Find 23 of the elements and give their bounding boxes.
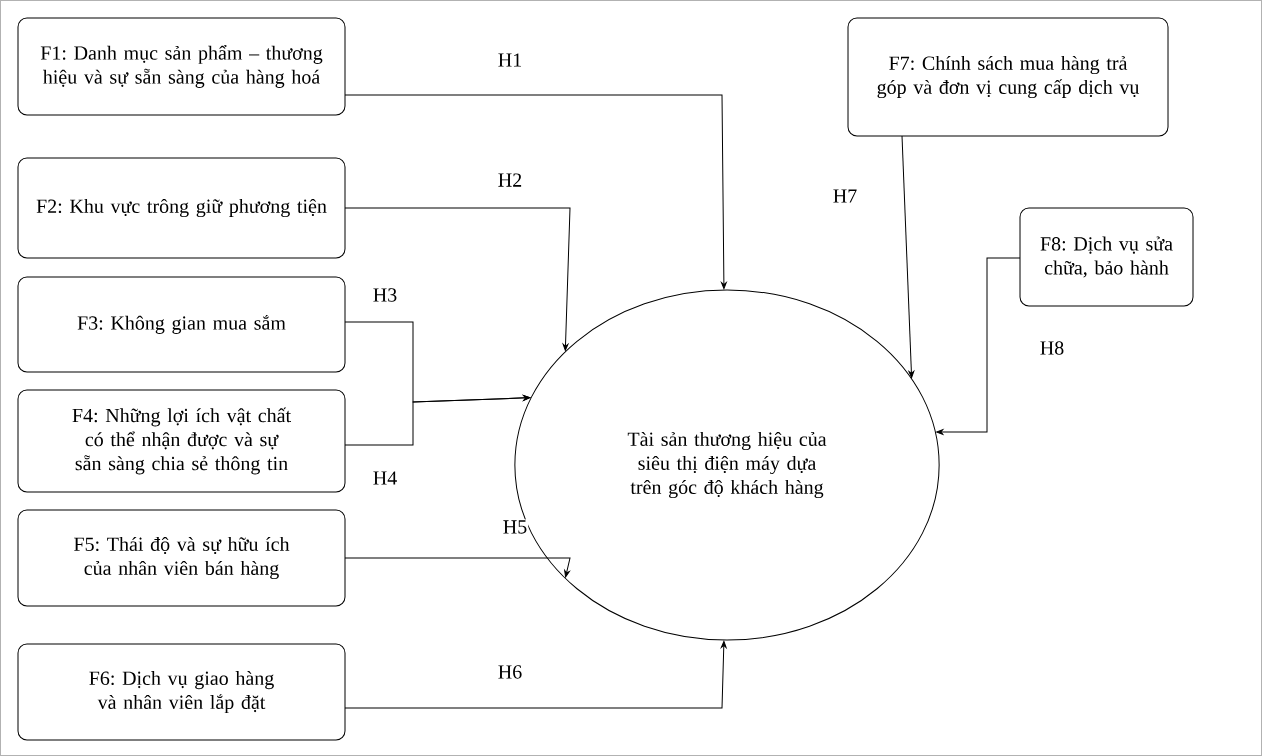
factor-box: F8: Dịch vụ sửa chữa, bảo hành [1019,207,1194,307]
arrow [344,94,727,290]
factor-box: F4: Những lợi ích vật chất có thể nhận được và sự sẵn sàng chia sẻ thông tin [17,389,346,493]
edge-label: H1 [496,52,524,68]
edge-label: H5 [501,519,529,535]
edge-label: H6 [496,664,524,680]
factor-box: F3: Không gian mua sắm [17,276,346,373]
arrow [344,207,571,351]
edge-label: H8 [1038,340,1066,356]
factor-box: F5: Thái độ và sự hữu ích của nhân viên bán hàng [17,509,346,607]
arrow [344,395,531,446]
arrow [936,257,1021,435]
factor-box: F2: Khu vực trông giữ phương tiện [17,157,346,259]
arrow [344,557,571,578]
arrow [901,135,915,378]
edge-label: H7 [831,188,859,204]
factor-box: F1: Danh mục sản phẩm – thương hiệu và sự sẵn sàng của hàng hoá [17,17,346,116]
factor-box: F7: Chính sách mua hàng trả góp và đơn vị cung cấp dịch vụ [847,17,1169,137]
edge-label: H3 [371,287,399,303]
edge-label: H4 [371,470,399,486]
arrow [344,640,727,709]
edge-label: H2 [496,172,524,188]
factor-box: F6: Dịch vụ giao hàng và nhân viên lắp đặt [17,643,346,741]
